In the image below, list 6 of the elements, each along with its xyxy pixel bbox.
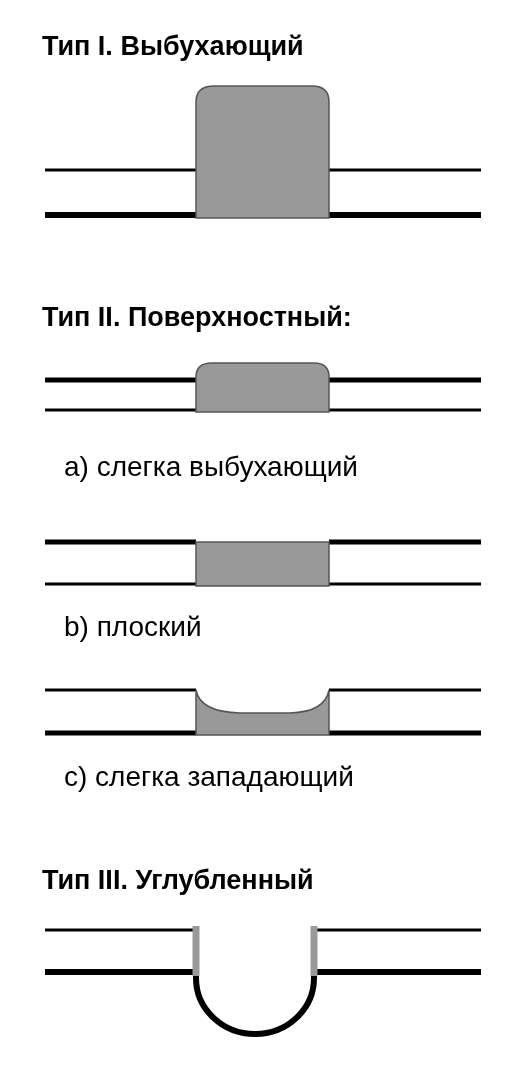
- type-heading: Тип II. Поверхностный:: [42, 303, 352, 333]
- subtype-label: a) слегка выбухающий: [64, 452, 358, 483]
- type-heading: Тип I. Выбухающий: [42, 32, 304, 62]
- subtype-label: b) плоский: [64, 612, 202, 643]
- subtype-label: c) слегка западающий: [64, 762, 354, 793]
- type-heading: Тип III. Углубленный: [42, 866, 314, 896]
